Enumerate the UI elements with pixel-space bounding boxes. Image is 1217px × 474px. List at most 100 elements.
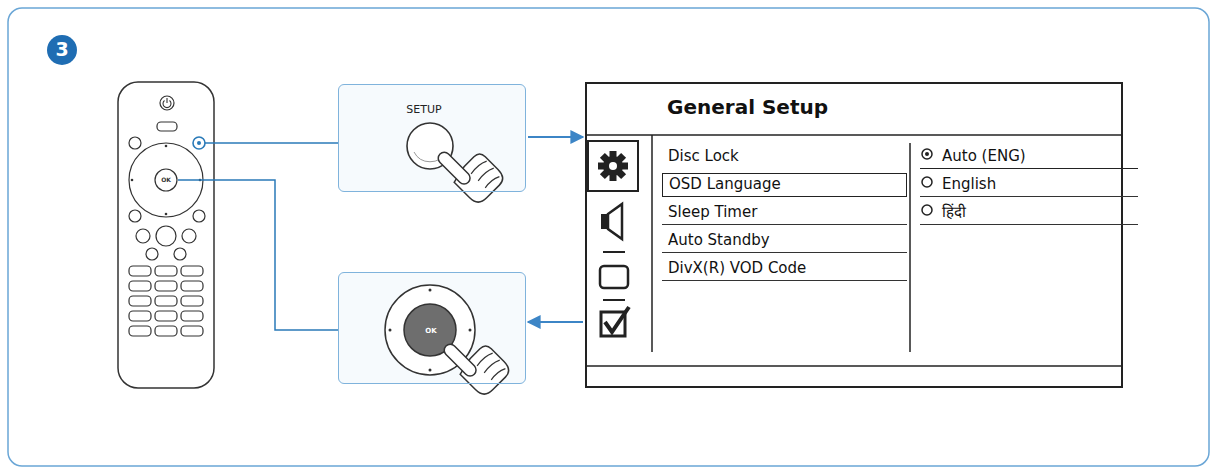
menu-screen: Disc LockOSD LanguageSleep TimerAuto Sta… (585, 82, 1123, 388)
remote-key (155, 326, 177, 336)
screen-title: General Setup (667, 96, 828, 119)
remote-key (129, 296, 151, 306)
remote-button (182, 229, 196, 243)
radio-dot (925, 152, 929, 156)
screen-icon (600, 266, 628, 288)
item-text: OSD Language (669, 176, 781, 193)
nav-dot (165, 213, 168, 216)
remote-button (156, 226, 176, 246)
menu-item: English (920, 173, 1138, 197)
remote-key (129, 281, 151, 291)
remote-key (181, 281, 203, 291)
radio-button (922, 149, 932, 159)
ok-button-small (155, 169, 177, 191)
item-text: English (942, 176, 996, 193)
setup-button-small (193, 137, 205, 149)
check-mark (605, 307, 629, 332)
hand-finger (442, 342, 479, 379)
item-text: Auto Standby (668, 232, 770, 249)
menu-item: Auto (ENG) (920, 145, 1138, 169)
gear-icon (598, 151, 628, 181)
item-text: Sleep Timer (668, 204, 757, 221)
menu-item: Auto Standby (662, 229, 907, 253)
hand-finger (436, 150, 473, 187)
menu-item: OSD Language (662, 173, 907, 197)
remote-key (129, 311, 151, 321)
panel-frame (8, 8, 1209, 466)
gear-hole (609, 162, 617, 170)
flow-arrow (528, 321, 583, 323)
icon-divider (603, 299, 625, 301)
leader-line (205, 142, 338, 144)
remote-button (129, 137, 141, 149)
remote-key (129, 266, 151, 276)
hand (433, 133, 507, 207)
remote-key (129, 326, 151, 336)
menu-item: DivX(R) VOD Code (662, 257, 907, 281)
remote-key (181, 326, 203, 336)
icon-selection (588, 141, 638, 191)
nav-dot (469, 329, 472, 332)
remote-key (155, 311, 177, 321)
menu-divider (909, 143, 911, 352)
screen-ground (585, 82, 1123, 388)
hand-knuckles (477, 351, 507, 381)
remote-button (157, 122, 177, 131)
item-text: OK (425, 327, 436, 335)
menu-item: Sleep Timer (662, 201, 907, 225)
remote-button (146, 248, 158, 260)
hand (439, 325, 513, 399)
remote-button (174, 248, 186, 260)
flow-arrow (528, 136, 583, 138)
zoom-box: SETUP (338, 84, 526, 192)
remote-key (155, 281, 177, 291)
leader-line (178, 180, 338, 330)
menu-divider (651, 135, 653, 352)
item-text: SETUP (406, 104, 441, 117)
key-grid (129, 266, 203, 336)
menu-item: हिंदी (920, 201, 1138, 225)
button-label: OK (161, 177, 171, 183)
remote-body (118, 82, 214, 388)
step-number: 3 (55, 39, 68, 61)
step-badge: 3 (47, 35, 77, 65)
remote-key (155, 266, 177, 276)
remote-button (193, 210, 205, 222)
zoom-box: OK (338, 272, 526, 384)
gear-body (603, 156, 623, 176)
nav-dot (389, 329, 392, 332)
drawing-part (439, 325, 513, 399)
menu-item: Disc Lock (662, 145, 907, 169)
remote-key (181, 296, 203, 306)
speaker-icon (608, 204, 622, 239)
nav-dot (429, 369, 432, 372)
nav-dot (165, 145, 168, 148)
menu-divider (585, 134, 1123, 136)
item-text: DivX(R) VOD Code (668, 260, 806, 277)
nav-dot (429, 289, 432, 292)
remote-key (181, 266, 203, 276)
item-text: Disc Lock (668, 148, 739, 165)
radio-button (922, 177, 932, 187)
nav-dot (131, 179, 134, 182)
remote-key (181, 311, 203, 321)
menu-divider (585, 365, 1123, 367)
radio-button (922, 205, 932, 215)
drawing-part (433, 133, 507, 207)
power-icon (166, 98, 167, 103)
item-text: हिंदी (942, 204, 966, 221)
icon-divider (603, 251, 625, 253)
item-text: Auto (ENG) (942, 148, 1026, 165)
hand-knuckles (471, 159, 501, 189)
power-button (160, 96, 174, 110)
leader-dot (197, 141, 201, 145)
remote-button (129, 210, 141, 222)
remote-key (155, 296, 177, 306)
remote-button (136, 229, 150, 243)
remote-control (118, 82, 214, 388)
